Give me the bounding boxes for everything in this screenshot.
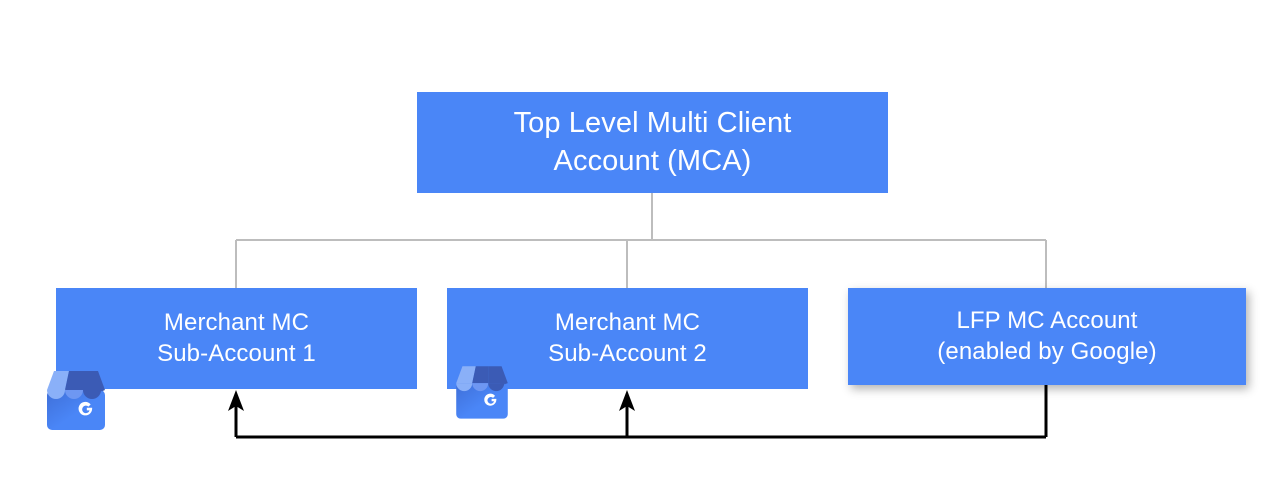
google-business-profile-icon [456,366,508,419]
node-top-level-mca-line1: Top Level Multi Client [513,107,792,140]
arrowhead-up-sub2 [619,390,635,411]
node-merchant-sub-account-2-line1: Merchant MC [554,308,701,336]
node-lfp-mc-account-line1: LFP MC Account [956,306,1138,334]
node-merchant-sub-account-2-label: Merchant MC Sub-Account 2 [538,308,717,369]
node-merchant-sub-account-1-line2: Sub-Account 1 [157,339,316,367]
node-lfp-mc-account-label: LFP MC Account (enabled by Google) [927,306,1166,367]
node-merchant-sub-account-1[interactable]: Merchant MC Sub-Account 1 [56,288,417,389]
node-top-level-mca-line2: Account (MCA) [553,144,752,177]
node-merchant-sub-account-1-line1: Merchant MC [163,308,310,336]
node-merchant-sub-account-2-line2: Sub-Account 2 [548,339,707,367]
node-merchant-sub-account-1-label: Merchant MC Sub-Account 1 [147,308,326,369]
node-lfp-mc-account-line2: (enabled by Google) [937,337,1157,365]
node-lfp-mc-account[interactable]: LFP MC Account (enabled by Google) [848,288,1246,385]
google-business-profile-icon [47,371,105,430]
node-merchant-sub-account-2[interactable]: Merchant MC Sub-Account 2 [447,288,808,389]
arrowhead-up-sub1 [228,390,244,411]
